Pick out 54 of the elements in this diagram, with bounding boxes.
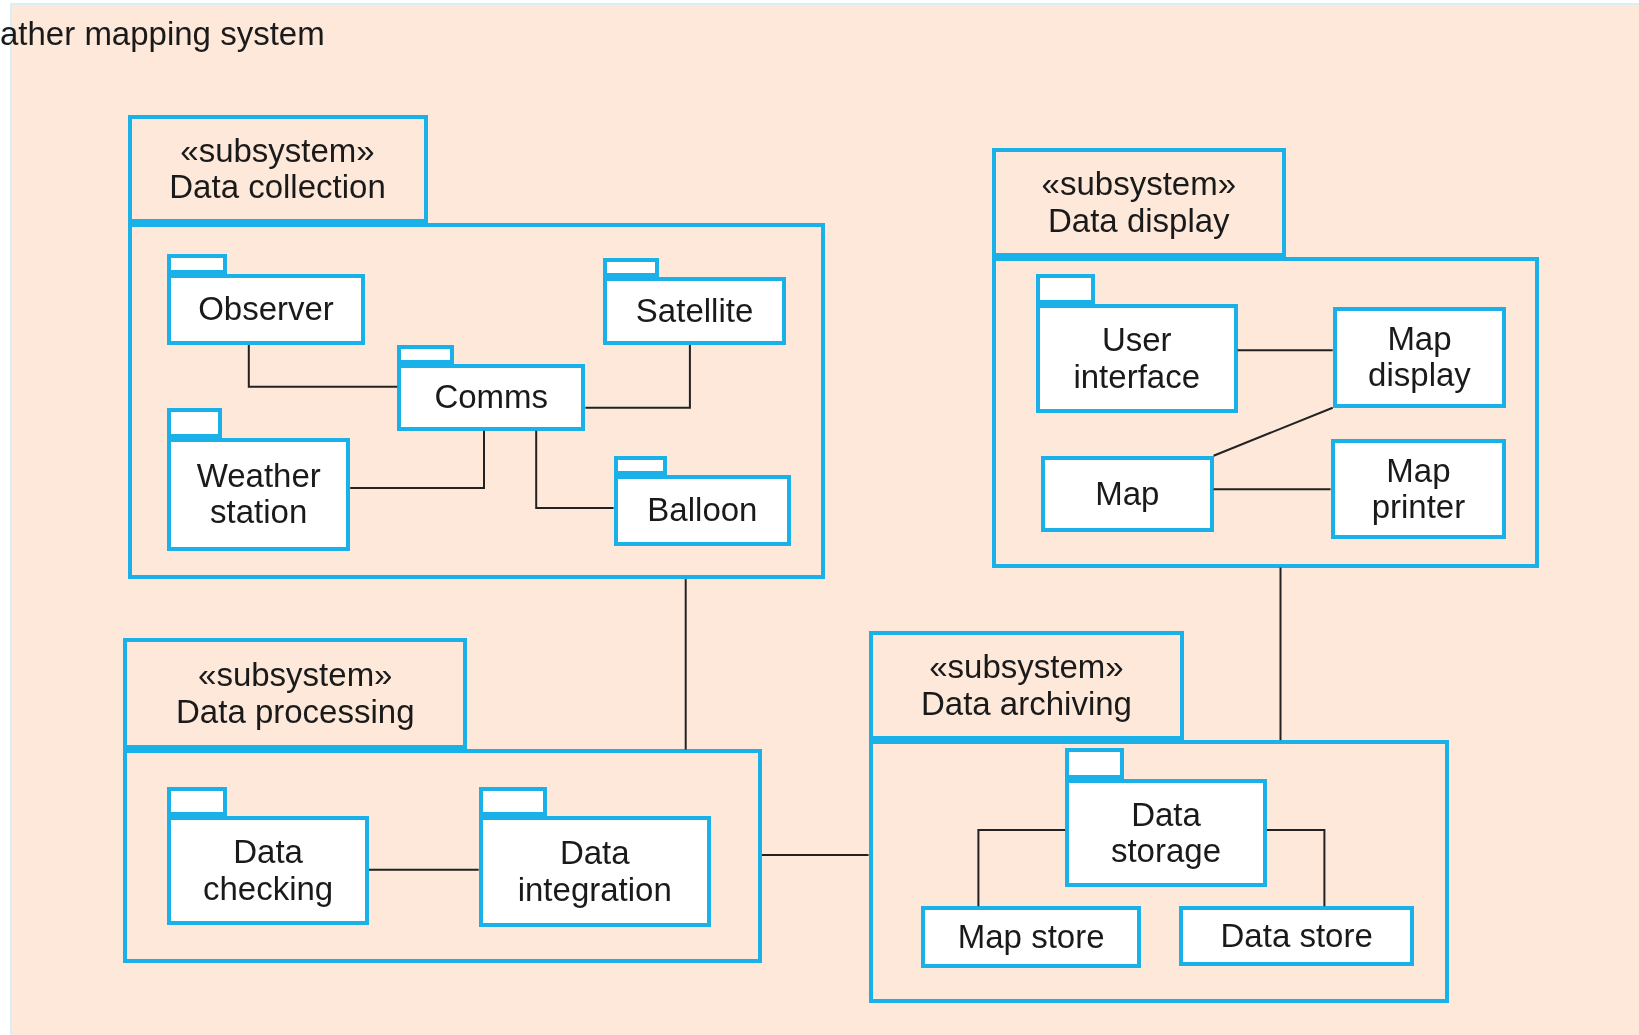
package-name: Data checking bbox=[201, 834, 335, 907]
package bbox=[603, 258, 787, 345]
package-name: Comms bbox=[434, 379, 549, 416]
subsystem-package bbox=[991, 148, 1539, 568]
package-name: Balloon bbox=[647, 491, 758, 529]
package bbox=[478, 787, 711, 928]
subsystem-name: Data archiving bbox=[921, 685, 1132, 722]
connector-line bbox=[1212, 406, 1334, 457]
package bbox=[1065, 748, 1267, 888]
package-name: Map store bbox=[957, 918, 1105, 956]
package bbox=[1330, 439, 1507, 540]
package bbox=[397, 344, 586, 431]
subsystem-package bbox=[123, 637, 762, 963]
package bbox=[167, 407, 351, 551]
package bbox=[1179, 906, 1415, 966]
connector-line bbox=[1265, 829, 1326, 908]
stereotype-label: «subsystem» bbox=[198, 657, 393, 694]
package-name: Map bbox=[1095, 475, 1160, 513]
package-name: User interface bbox=[1072, 322, 1201, 395]
connector-line bbox=[761, 854, 870, 856]
connector-line bbox=[368, 868, 480, 871]
connector-line bbox=[584, 343, 691, 409]
subsystem-name: Data display bbox=[1048, 202, 1230, 240]
package bbox=[613, 455, 792, 546]
connector-line bbox=[535, 429, 615, 509]
connector-line bbox=[1236, 349, 1334, 352]
package bbox=[167, 254, 365, 345]
package bbox=[1332, 307, 1507, 408]
subsystem-name: Data collection bbox=[169, 168, 386, 206]
package bbox=[1041, 455, 1214, 533]
stereotype-label: «subsystem» bbox=[180, 132, 375, 169]
subsystem-package bbox=[127, 114, 825, 580]
package-name: Data store bbox=[1220, 917, 1373, 955]
diagram-title: ather mapping system bbox=[0, 14, 325, 53]
package bbox=[1035, 273, 1238, 413]
connector-line bbox=[977, 829, 1067, 908]
package-name: Data integration bbox=[516, 835, 673, 909]
stereotype-label: «subsystem» bbox=[929, 649, 1124, 686]
package-name: Weather station bbox=[195, 458, 322, 531]
stereotype-label: «subsystem» bbox=[1041, 166, 1237, 203]
connector-line bbox=[684, 578, 687, 751]
package-name: Observer bbox=[198, 291, 334, 328]
package-name: Satellite bbox=[635, 292, 754, 330]
connector-line bbox=[247, 343, 399, 388]
package-name: Map printer bbox=[1370, 452, 1467, 526]
package bbox=[920, 906, 1142, 968]
package bbox=[167, 787, 369, 926]
connector-line bbox=[1279, 566, 1282, 742]
subsystem-name: Data processing bbox=[176, 693, 415, 730]
package-name: Map display bbox=[1367, 321, 1472, 394]
subsystem-package bbox=[868, 631, 1449, 1004]
connector-line bbox=[1212, 488, 1332, 491]
package-name: Data storage bbox=[1109, 796, 1223, 870]
connector-line bbox=[349, 429, 485, 490]
